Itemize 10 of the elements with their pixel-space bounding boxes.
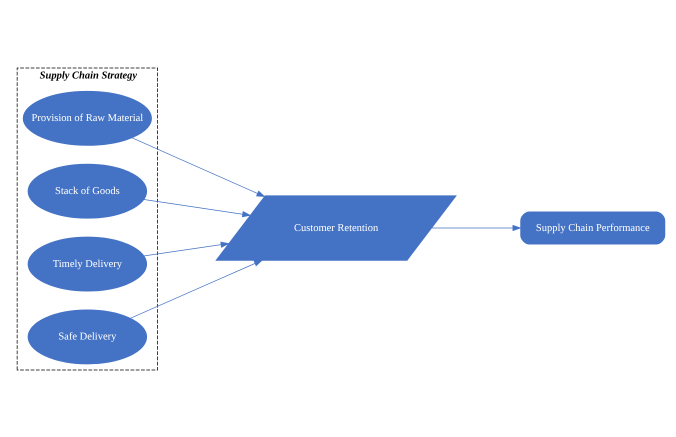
node-box: Supply Chain Performance <box>520 211 666 244</box>
arrow <box>130 259 263 318</box>
arrow <box>132 136 266 197</box>
node-ellipse: Timely Delivery <box>28 236 148 291</box>
arrow <box>431 224 522 231</box>
node-ellipse: Stack of Goods <box>28 163 148 218</box>
node-ellipse: Provision of Raw Material <box>22 90 152 146</box>
node-ellipse: Safe Delivery <box>28 309 148 364</box>
arrow <box>144 198 252 217</box>
arrow <box>144 241 230 256</box>
